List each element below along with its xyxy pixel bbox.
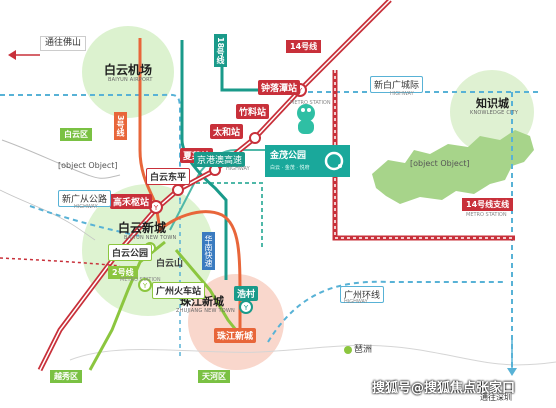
station-zhongluotan-en: METRO STATION [290,100,331,106]
station-marker-taihe [249,132,261,144]
station-baiyun-dongping: 白云东平 [146,168,191,185]
area-knowledge-city: 知识城 [476,97,509,110]
road-guangzhou-ring-en: HIGHWAY [344,299,368,305]
station-baiyunshan: 白云山 [156,259,184,269]
road-xinbaiyun-en: HIGHWAY [390,91,414,97]
direction-shenzhen-label: 通往深圳 [480,393,512,402]
road-jinggangao: 京港澳高速 [194,152,246,167]
line3-track [138,38,242,335]
line14-tag: 14号线 [286,40,322,53]
station-liede: 浩村 [234,286,259,301]
road-xinbaiyun: 新白广城际 [370,76,424,93]
project-sub: 白云 · 金茂 · 悦府 [270,165,310,171]
arrow-down-icon [507,340,517,376]
station-marker-guangzhouzhan: Y [138,278,152,292]
area-zhujiang-newtown: 珠江新城 [180,295,224,308]
station-zhujiang-xincheng: 珠江新城 [214,328,257,343]
river-line [1,139,121,179]
svg-text:Y: Y [153,204,159,212]
line14-branch-track [332,70,515,241]
station-guangzhou-railway: 广州火车站 [152,282,206,299]
line18-tag: 18号线 [214,34,227,68]
station-marker-baiyundongping [172,184,184,196]
airport-area-circle [82,26,174,118]
svg-text:Y: Y [243,304,249,312]
watermark: 搜狐号@搜狐焦点张家口 [372,381,516,396]
area-baiyun-newtown: 白云新城 [118,221,167,235]
highway-dashed-1 [0,93,181,200]
project-pin [297,104,315,134]
district-baiyun: 白云区 [60,128,92,141]
label-maofeng-mountain: [object Object] [410,159,470,168]
station-zhugang: 竹料站 [236,104,270,119]
area-baiyun-airport-en: BAIYUN AIRPORT [108,77,153,83]
area-zhujiang-newtown-en: ZHUJIANG NEW TOWN [176,308,235,314]
line14-track [37,0,392,372]
station-taihe: 太和站 [210,124,244,139]
project-logo-ring [324,151,344,171]
district-yuexiu: 越秀区 [50,370,82,383]
district-tianhe: 天河区 [198,370,230,383]
direction-foshan-label: 通往佛山 [40,36,87,51]
river-line-2 [0,189,96,241]
highway-xinguangcong [29,205,141,237]
station-zhongluotan: 钟落潭站 [258,80,301,95]
label-liuxi-river: [object Object] [58,161,118,170]
station-marker-liede: Y [239,300,253,314]
svg-text:Y: Y [142,282,148,290]
road-xinguangcong: 新广从公路 [58,190,112,207]
highway-ring [267,280,506,343]
line14-branch-en: METRO STATION [466,212,507,218]
area-baiyun-newtown-en: BAIYUN NEW TOWN [124,235,177,241]
metro-station-en-label: METRO STATION [120,277,161,283]
line-dotted-west [0,257,121,267]
highway-teal-2 [196,182,263,250]
project-box [265,145,350,177]
line14-branch-tag: 14号线支线 [462,198,514,211]
project-name: 金茂公园 [270,151,307,161]
road-guangzhou-ring: 广州环线 [340,286,385,303]
road-huanan: 华南快速 [202,232,215,270]
station-gaozeng: 高禾枢站 [110,194,153,209]
maofeng-mountain-shape [372,130,534,204]
station-marker-pazhou [344,346,352,354]
area-baiyun-airport: 白云机场 [104,63,153,77]
pearl-river-line [69,344,556,366]
station-pazhou: 琶洲 [354,345,373,355]
area-knowledge-city-en: KNOWLEDGE CITY [470,110,519,116]
line18-track [180,40,228,280]
zhujiang-newtown-area-circle [188,274,284,370]
road-xinguangcong-en: HIGHWAY [74,204,98,210]
line2-tag: 2号线 [108,266,138,279]
station-baiyun-park: 白云公园 [108,244,153,261]
road-jinggangao-en: HIGHWAY [226,166,250,172]
arrow-left-icon [8,50,40,60]
line3-tag: 3号线 [114,112,127,140]
project-logo-dot [338,164,342,168]
